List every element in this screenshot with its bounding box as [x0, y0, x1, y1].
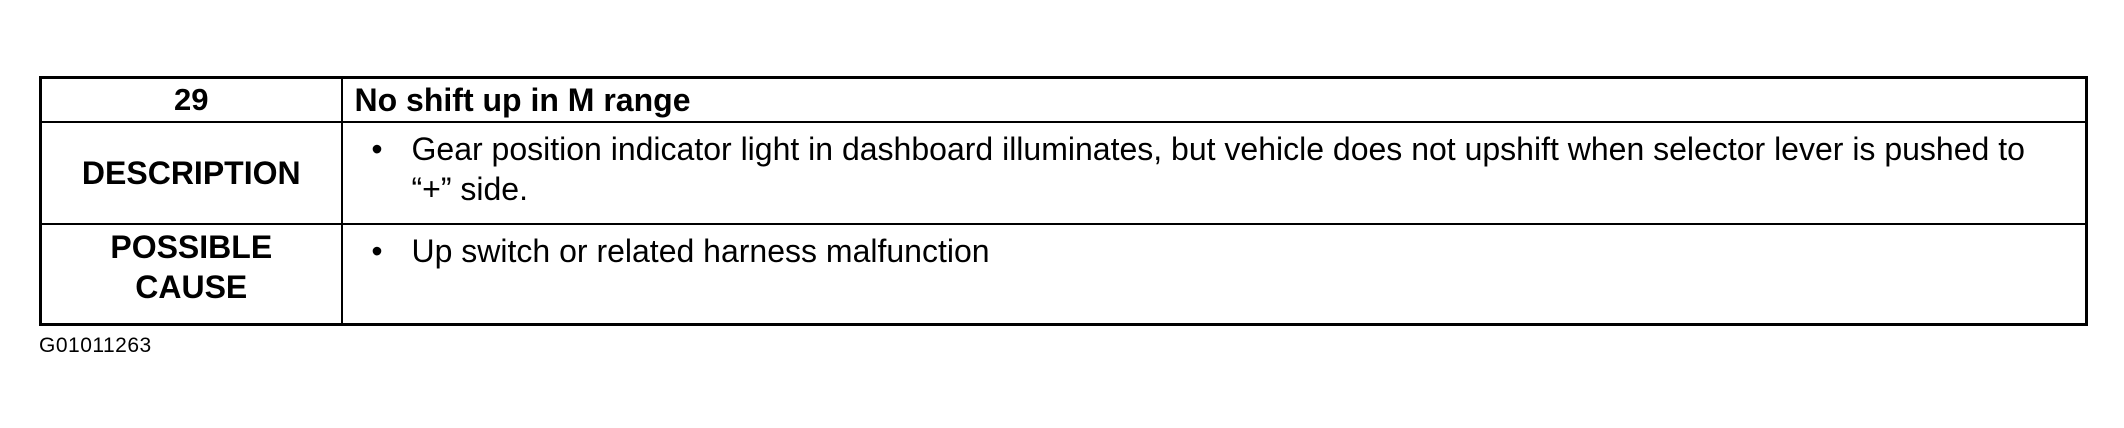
bullet-icon: •	[371, 131, 383, 167]
possible-cause-label-line1: POSSIBLE	[110, 229, 273, 265]
possible-cause-item: • Up switch or related harness malfuncti…	[343, 231, 2074, 271]
symptom-title: No shift up in M range	[340, 76, 2088, 123]
description-list: • Gear position indicator light in dashb…	[343, 129, 2074, 209]
possible-cause-row: POSSIBLE CAUSE • Up switch or related ha…	[39, 223, 2088, 326]
possible-cause-label: POSSIBLE CAUSE	[39, 223, 343, 326]
table-header-row: 29 No shift up in M range	[39, 76, 2088, 123]
description-item-text: Gear position indicator light in dashboa…	[411, 131, 2025, 207]
diagnosis-table: 29 No shift up in M range DESCRIPTION • …	[39, 76, 2088, 326]
possible-cause-content: • Up switch or related harness malfuncti…	[340, 223, 2088, 326]
figure-id: G01011263	[39, 334, 152, 357]
possible-cause-list: • Up switch or related harness malfuncti…	[343, 231, 2074, 271]
description-label: DESCRIPTION	[39, 121, 343, 225]
description-row: DESCRIPTION • Gear position indicator li…	[39, 121, 2088, 225]
symptom-number: 29	[39, 76, 343, 123]
description-content: • Gear position indicator light in dashb…	[340, 121, 2088, 225]
description-item: • Gear position indicator light in dashb…	[343, 129, 2074, 209]
possible-cause-item-text: Up switch or related harness malfunction	[411, 233, 990, 269]
possible-cause-label-line2: CAUSE	[135, 269, 248, 305]
bullet-icon: •	[371, 233, 383, 269]
